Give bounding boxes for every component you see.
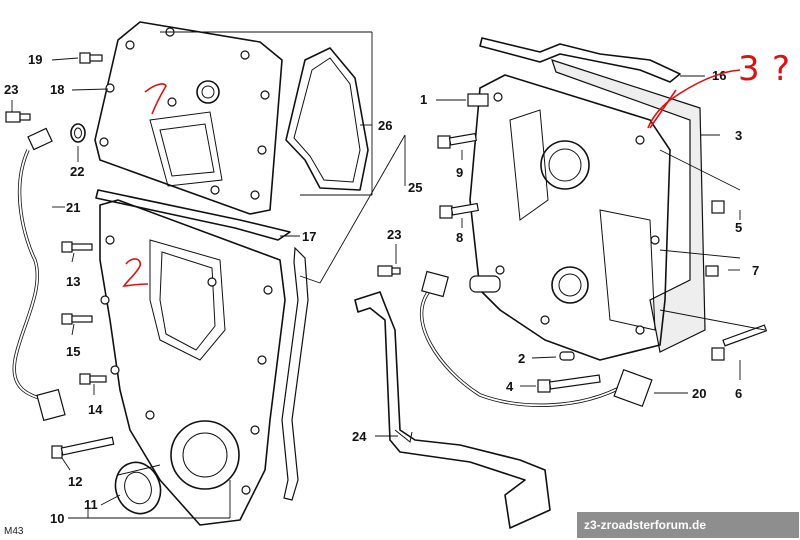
handwritten-question: ? xyxy=(772,49,790,89)
callout-6: 6 xyxy=(735,386,742,401)
callout-9: 9 xyxy=(456,165,463,180)
guide-bracket xyxy=(354,291,551,529)
timing-case xyxy=(467,59,706,361)
callout-15: 15 xyxy=(66,344,80,359)
callout-13: 13 xyxy=(66,274,80,289)
leader-lines xyxy=(11,31,766,519)
callout-25: 25 xyxy=(408,180,422,195)
upper-gasket xyxy=(285,47,369,191)
callout-24: 24 xyxy=(352,429,367,444)
top-gasket xyxy=(479,37,681,83)
callout-5: 5 xyxy=(735,220,742,235)
right-sensor-cable xyxy=(377,265,653,408)
left-sensor-cable xyxy=(5,111,86,422)
callout-3: 3 xyxy=(735,128,742,143)
callout-22: 22 xyxy=(70,164,84,179)
upper-timing-cover xyxy=(94,21,283,215)
callout-10: 10 xyxy=(50,511,64,526)
watermark: z3-zroadsterforum.de xyxy=(584,518,706,532)
callout-12: 12 xyxy=(68,474,82,489)
handwritten-3: 3 xyxy=(738,49,760,89)
callout-2: 2 xyxy=(518,351,525,366)
lower-gasket-strip xyxy=(95,189,309,501)
callout-19: 19 xyxy=(28,52,42,67)
watermark-background xyxy=(577,512,799,538)
lower-timing-cover xyxy=(99,199,286,526)
handwritten-arrow-line xyxy=(649,89,677,129)
shaft-seal xyxy=(114,461,162,515)
callout-21: 21 xyxy=(66,200,80,215)
callout-23-left: 23 xyxy=(4,82,18,97)
callout-labels: 19 18 23 22 21 13 15 14 12 10 11 17 26 2… xyxy=(4,52,759,526)
callout-23-right: 23 xyxy=(387,227,401,242)
diagram-code: M43 xyxy=(4,526,24,537)
callout-7: 7 xyxy=(752,263,759,278)
right-bolts xyxy=(437,132,768,393)
callout-11: 11 xyxy=(84,497,98,512)
callout-8: 8 xyxy=(456,230,463,245)
callout-20: 20 xyxy=(692,386,706,401)
callout-18: 18 xyxy=(50,82,64,97)
handwritten-2 xyxy=(122,258,149,288)
callout-17: 17 xyxy=(302,229,316,244)
handwritten-notes: 3 ? xyxy=(122,49,790,288)
left-bolts xyxy=(51,52,115,459)
callout-1: 1 xyxy=(420,92,427,107)
callout-16: 16 xyxy=(712,68,726,83)
callout-26: 26 xyxy=(378,118,392,133)
callout-4: 4 xyxy=(506,379,514,394)
handwritten-1 xyxy=(144,83,167,115)
callout-14: 14 xyxy=(88,402,103,417)
